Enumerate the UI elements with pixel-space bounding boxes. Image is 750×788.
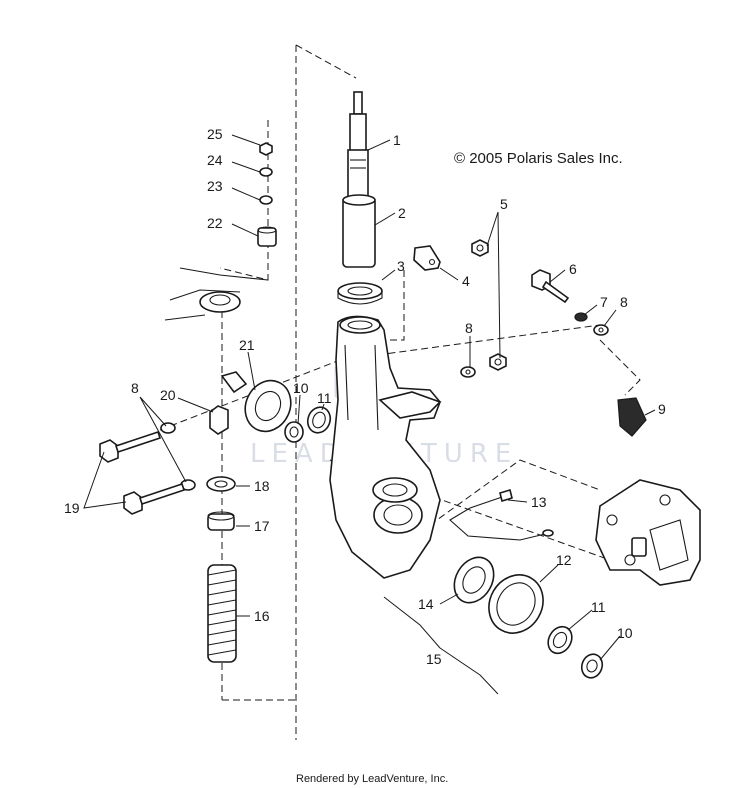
part-20-fitting	[209, 405, 229, 435]
part-21-seal	[220, 371, 292, 433]
footer-credit: Rendered by LeadVenture, Inc.	[296, 773, 448, 785]
callout-21: 21	[239, 337, 255, 353]
part-25-nut	[259, 142, 273, 156]
brake-caliper	[595, 479, 701, 586]
callout-11-right: 11	[591, 599, 606, 615]
callout-20: 20	[160, 387, 176, 403]
part-8-washers-left	[160, 422, 196, 491]
part-10-bearing-right	[580, 653, 604, 679]
callout-8-middle: 8	[465, 320, 473, 336]
part-19-bolts	[99, 430, 186, 515]
callout-24: 24	[207, 152, 223, 168]
steering-knuckle-body	[329, 315, 442, 579]
callout-1: 1	[393, 132, 401, 148]
callout-4: 4	[462, 273, 470, 289]
callout-11-left: 11	[317, 390, 332, 406]
part-2-sleeve	[342, 194, 376, 268]
callout-9: 9	[658, 401, 666, 417]
part-10-bearing-left	[284, 421, 304, 443]
part-8-washer-middle	[460, 366, 476, 378]
part-11-race-left	[306, 406, 332, 434]
callout-5: 5	[500, 196, 508, 212]
axis-line-bracket	[380, 270, 405, 341]
part-15-group-bracket	[383, 596, 499, 695]
part-17-bushing	[207, 511, 235, 531]
callout-23: 23	[207, 178, 223, 194]
control-arm-outline	[164, 267, 269, 321]
axis-line-top	[295, 44, 357, 79]
callout-22: 22	[207, 215, 223, 231]
callout-10-right: 10	[617, 625, 633, 641]
part-3-washer	[337, 282, 383, 305]
part-11-race-right	[547, 625, 573, 655]
callout-19: 19	[64, 500, 80, 516]
part-16-spring	[207, 564, 237, 663]
callout-25: 25	[207, 126, 223, 142]
leader-lines	[83, 134, 656, 661]
callout-13: 13	[531, 494, 547, 510]
part-1-spindle-shaft	[347, 91, 369, 199]
part-18-washer	[206, 476, 236, 492]
part-22-bushing	[257, 226, 277, 247]
axis-line-pad	[599, 339, 641, 396]
callout-3: 3	[397, 258, 405, 274]
callout-8-left: 8	[131, 380, 139, 396]
callout-7: 7	[600, 294, 608, 310]
axis-line-caliper	[429, 459, 601, 526]
part-4-bracket	[413, 245, 441, 271]
part-23-washer	[259, 195, 273, 205]
callout-12: 12	[556, 552, 572, 568]
part-13-sensor-wire	[449, 488, 554, 541]
part-5-nut-upper	[471, 239, 489, 257]
part-24-washer	[259, 167, 273, 177]
callout-10-left: 10	[293, 380, 309, 396]
part-9-brake-pad	[617, 397, 647, 437]
part-6-bolt	[531, 269, 570, 304]
callout-18: 18	[254, 478, 270, 494]
callout-15: 15	[426, 651, 442, 667]
callout-16: 16	[254, 608, 270, 624]
part-5-nut-lower	[489, 353, 507, 371]
part-12-bearing-cup	[488, 574, 544, 634]
callout-6: 6	[569, 261, 577, 277]
callout-17: 17	[254, 518, 270, 534]
part-8-washer-right	[593, 324, 609, 336]
callout-14: 14	[418, 596, 434, 612]
callout-8-right: 8	[620, 294, 628, 310]
part-14-seal	[453, 556, 495, 604]
callout-2: 2	[398, 205, 406, 221]
callout-labels: 1 2 3 4 5 6 7 8 8 8 9 10 10 11 11 12 13 …	[64, 126, 666, 667]
copyright-notice: © 2005 Polaris Sales Inc.	[454, 150, 623, 167]
